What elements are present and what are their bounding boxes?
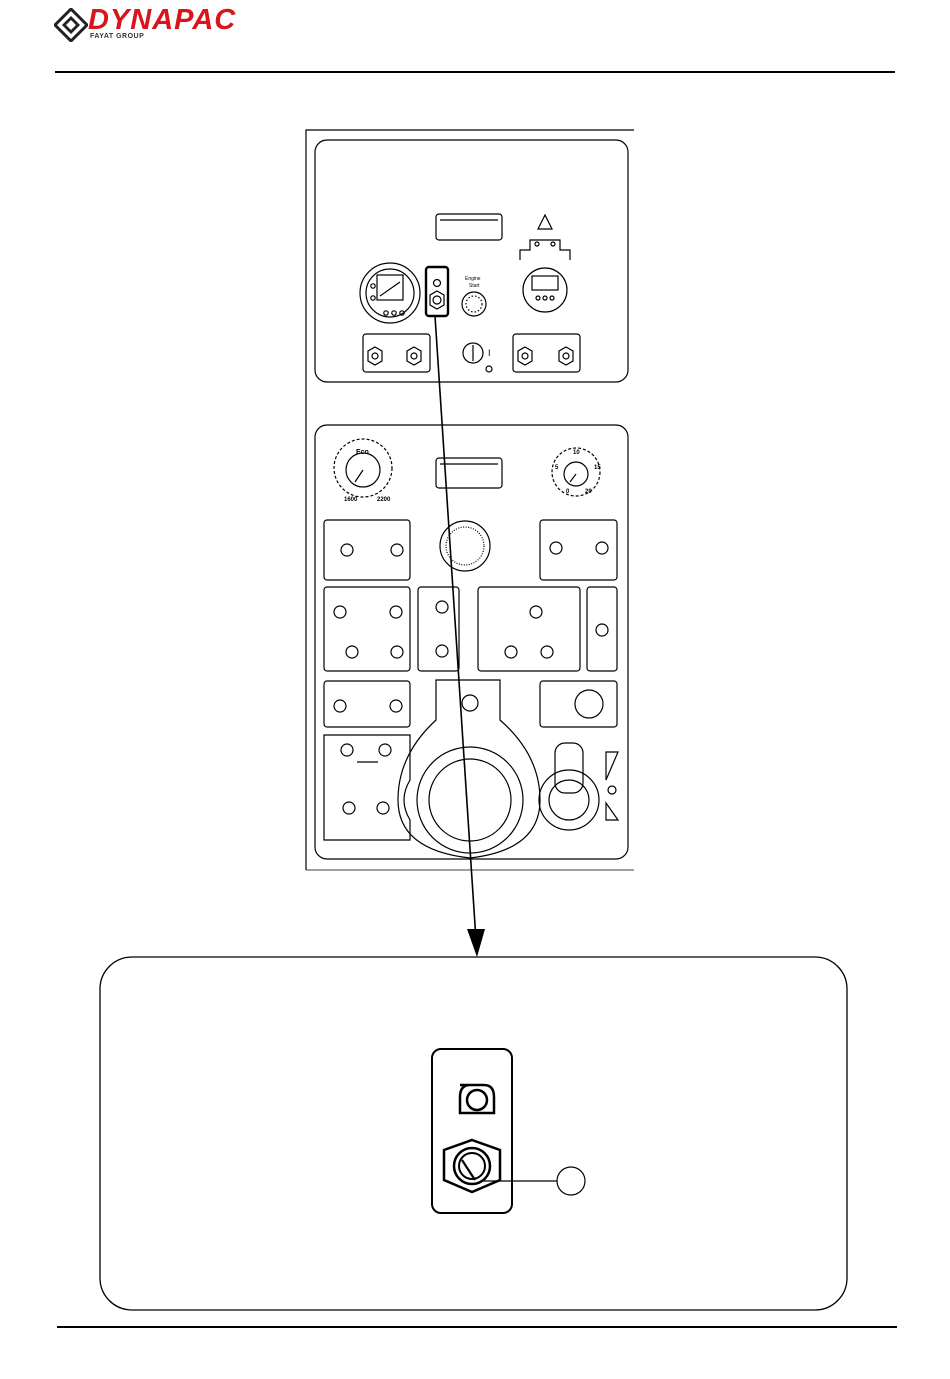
footer-rule bbox=[57, 1326, 897, 1328]
pointer-line bbox=[435, 316, 476, 940]
dial-mark-10: 10 bbox=[573, 450, 580, 456]
dial-mark-20: 20 bbox=[585, 489, 592, 495]
rpm-high-label: 2200 bbox=[377, 497, 390, 503]
pointer-arrowhead bbox=[467, 929, 485, 957]
engine-start-label-2: Start bbox=[469, 283, 480, 289]
rpm-low-label: 1600 bbox=[344, 497, 357, 503]
key-on-label: I bbox=[488, 348, 491, 358]
info-icon bbox=[460, 1085, 494, 1113]
control-knob bbox=[440, 521, 490, 571]
upper-display-slot bbox=[436, 214, 502, 240]
instrument-gauge bbox=[360, 263, 420, 323]
eco-dial bbox=[334, 439, 392, 497]
dial-mark-0: 0 bbox=[566, 489, 569, 495]
rocker-switch bbox=[444, 1140, 500, 1192]
dial-mark-15: 15 bbox=[594, 465, 601, 471]
callout-circle bbox=[557, 1167, 585, 1195]
dial-mark-5: 5 bbox=[555, 465, 558, 471]
eco-label: Eco bbox=[356, 449, 369, 456]
lower-panel bbox=[315, 425, 628, 859]
upper-panel bbox=[315, 140, 628, 382]
joystick bbox=[539, 743, 599, 830]
detail-frame bbox=[100, 957, 847, 1310]
switch-detail-plate bbox=[432, 1049, 512, 1213]
engine-start-label-1: Engine bbox=[465, 276, 481, 282]
